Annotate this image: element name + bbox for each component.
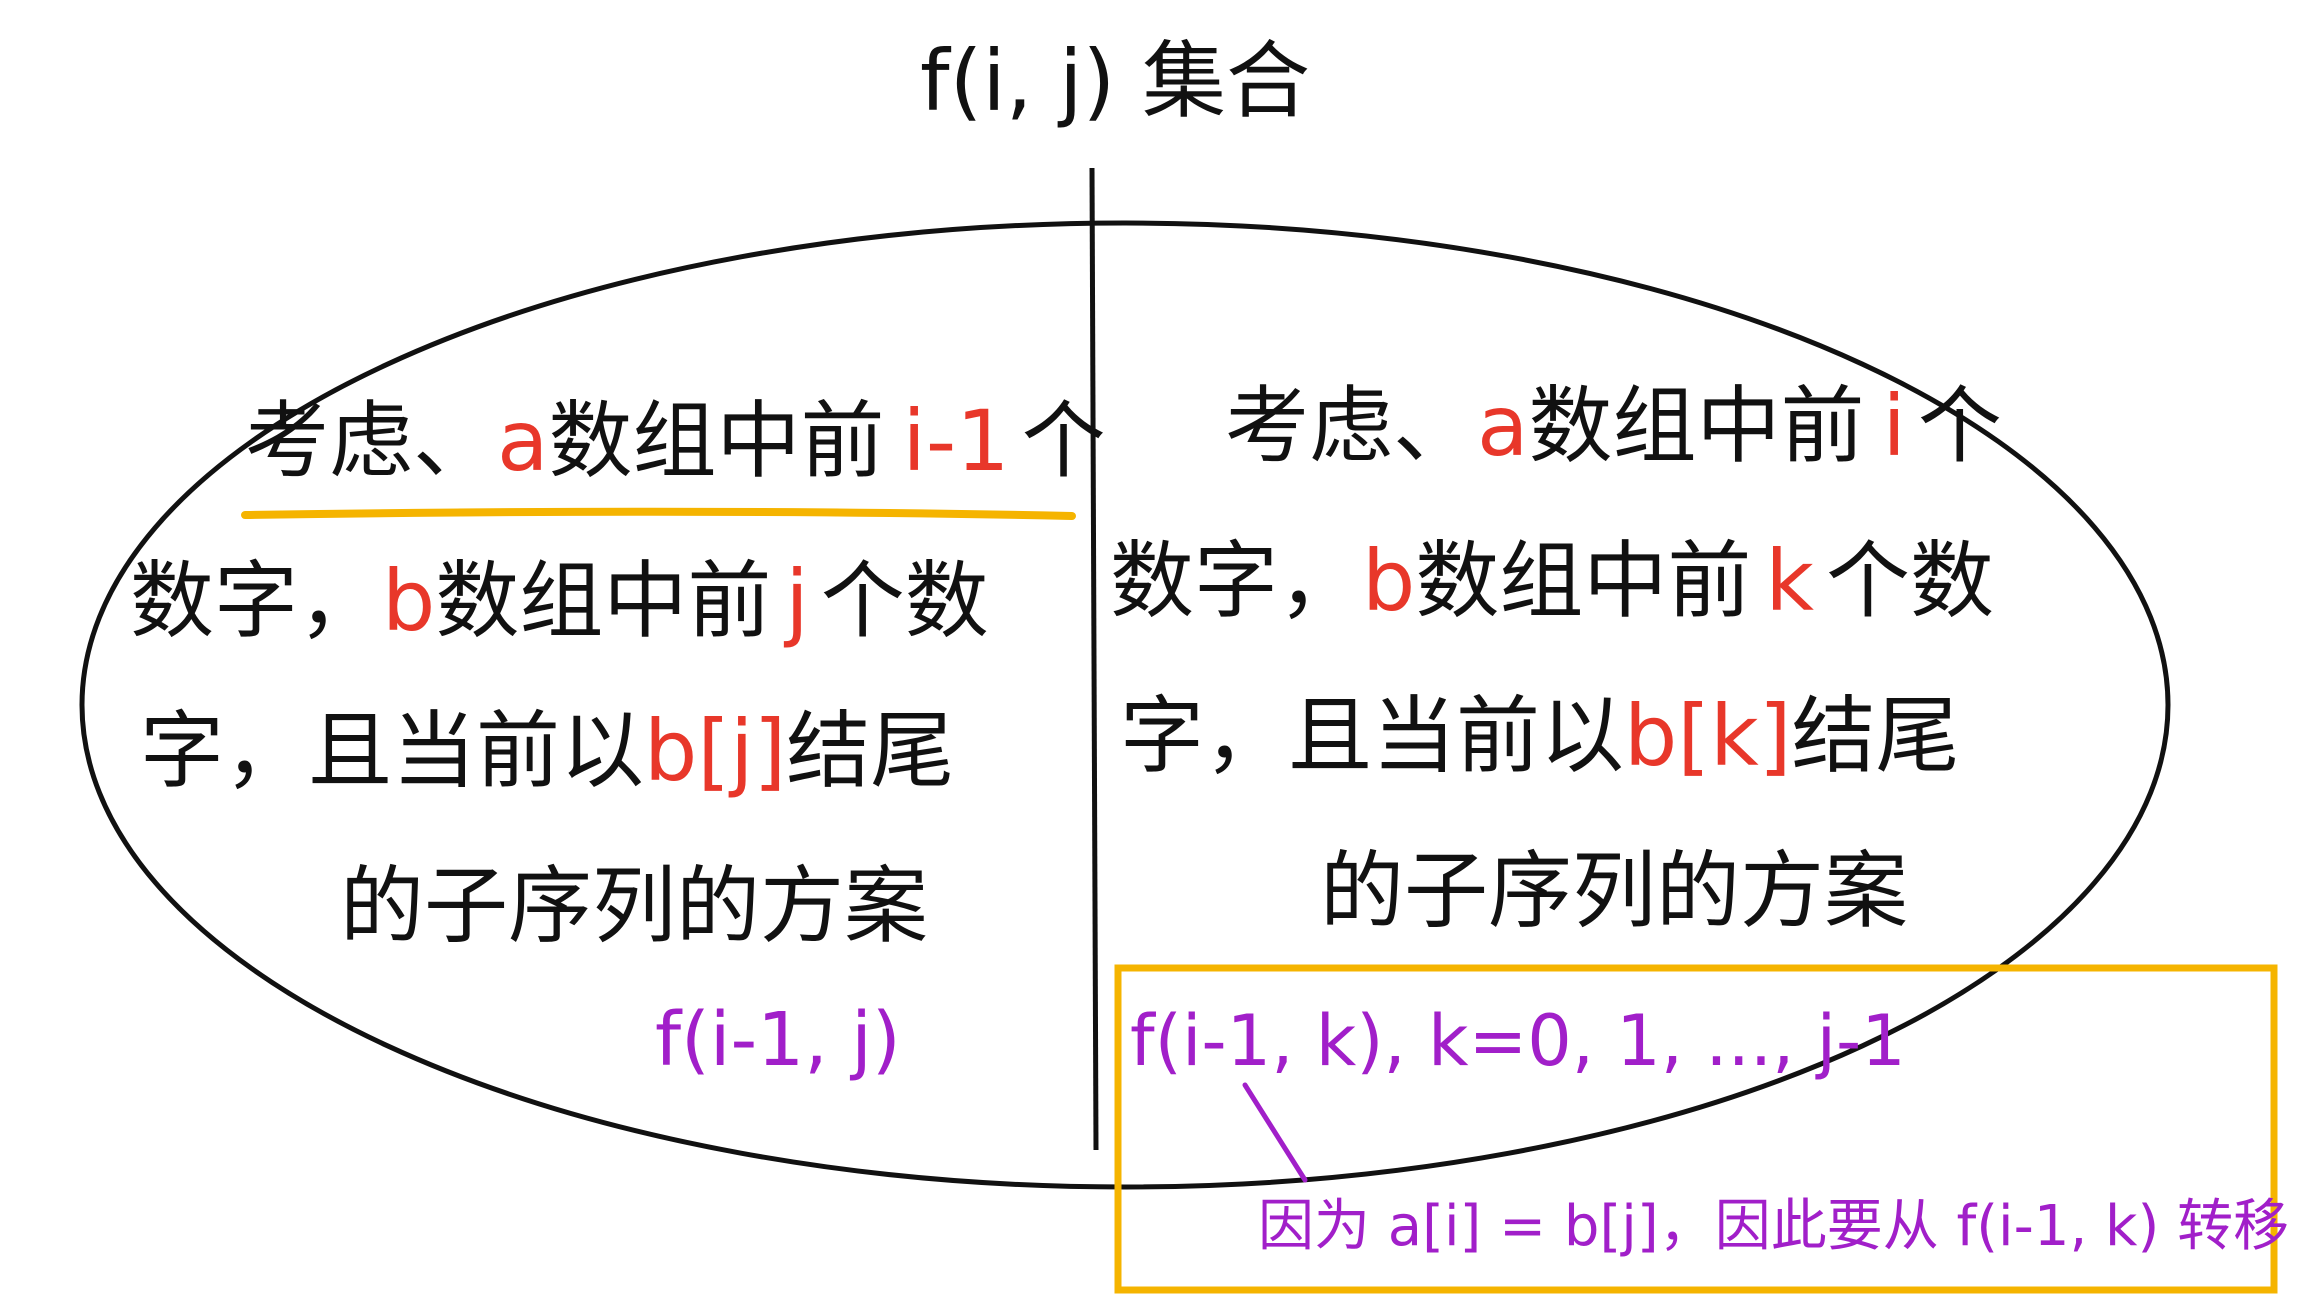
divider-line [1089,167,1099,1151]
right-formula: f(i-1, k), k=0, 1, ..., j-1 [1130,1000,1906,1082]
transition-box [1114,964,2278,1294]
left-line3: 字，且当前以b[j]结尾 [140,702,954,800]
right-line4: 的子序列的方案 [1320,842,1908,940]
left-formula: f(i-1, j) [655,997,901,1083]
note-pointer [1242,1082,1308,1183]
set-ellipse [79,220,2171,1190]
transition-note: 因为 a[i] = b[j]，因此要从 f(i-1, k) 转移 [1258,1194,2289,1259]
left-line4: 的子序列的方案 [340,857,928,955]
left-underline [241,507,1076,520]
right-line3: 字，且当前以b[k]结尾 [1120,687,1960,785]
diagram-title: f(i, j) 集合 [920,32,1310,130]
